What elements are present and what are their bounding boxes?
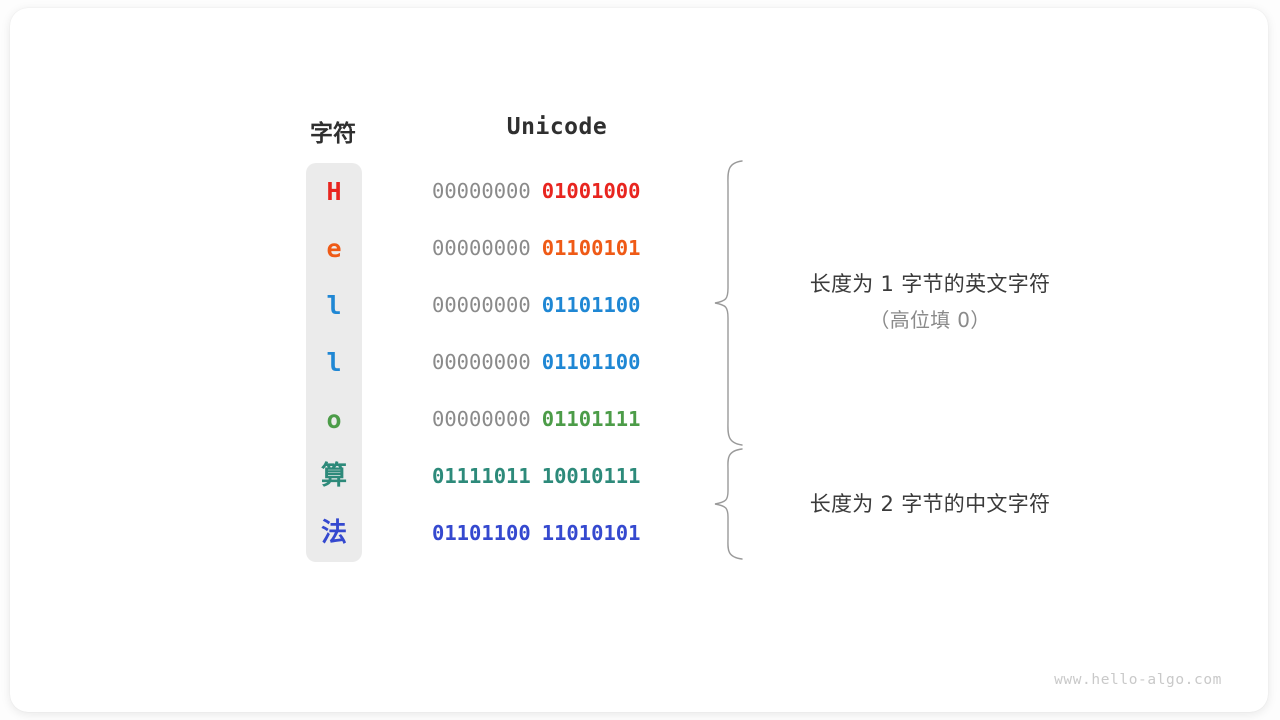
brace-english-rows — [714, 160, 743, 446]
binary-row: 01101100 11010101 — [432, 505, 688, 562]
figure-card — [10, 8, 1268, 712]
binary-row: 00000000 01101100 — [432, 277, 688, 334]
annotation-english-line1: 长度为 1 字节的英文字符 — [809, 272, 1051, 296]
character-cell: o — [326, 405, 342, 434]
binary-row: 01111011 10010111 — [432, 448, 688, 505]
annotation-english-line2: （高位填 0） — [869, 308, 991, 332]
annotation-english: 长度为 1 字节的英文字符 （高位填 0） — [780, 268, 1080, 333]
binary-high-byte: 01111011 — [432, 464, 531, 488]
binary-high-byte: 00000000 — [432, 293, 531, 317]
character-column-background — [306, 163, 362, 562]
character-cell: 法 — [320, 518, 347, 548]
binary-high-byte: 01101100 — [432, 521, 531, 545]
binary-low-byte: 01101100 — [541, 350, 641, 374]
character-cell: H — [326, 177, 342, 206]
character-cell: l — [326, 291, 342, 320]
character-cell: l — [326, 348, 342, 377]
binary-high-byte: 00000000 — [432, 350, 531, 374]
binary-high-byte: 00000000 — [432, 407, 531, 431]
binary-high-byte: 00000000 — [432, 236, 531, 260]
binary-low-byte: 01101100 — [541, 293, 641, 317]
character-cell: e — [326, 234, 342, 263]
binary-row: 00000000 01001000 — [432, 163, 688, 220]
binary-row: 00000000 01101111 — [432, 391, 688, 448]
binary-high-byte: 00000000 — [432, 179, 531, 203]
column-header-unicode: Unicode — [506, 114, 608, 140]
binary-row: 00000000 01101100 — [432, 334, 688, 391]
annotation-chinese-line1: 长度为 2 字节的中文字符 — [809, 492, 1051, 516]
binary-low-byte: 11010101 — [541, 521, 641, 545]
character-cell: 算 — [320, 461, 347, 491]
binary-low-byte: 01001000 — [541, 179, 641, 203]
watermark: www.hello-algo.com — [1054, 672, 1222, 688]
brace-chinese-rows — [714, 448, 743, 560]
annotation-chinese: 长度为 2 字节的中文字符 — [780, 488, 1080, 518]
binary-low-byte: 01100101 — [541, 236, 641, 260]
binary-low-byte: 01101111 — [541, 407, 641, 431]
binary-row: 00000000 01100101 — [432, 220, 688, 277]
binary-low-byte: 10010111 — [541, 464, 641, 488]
column-header-character: 字符 — [310, 120, 356, 146]
